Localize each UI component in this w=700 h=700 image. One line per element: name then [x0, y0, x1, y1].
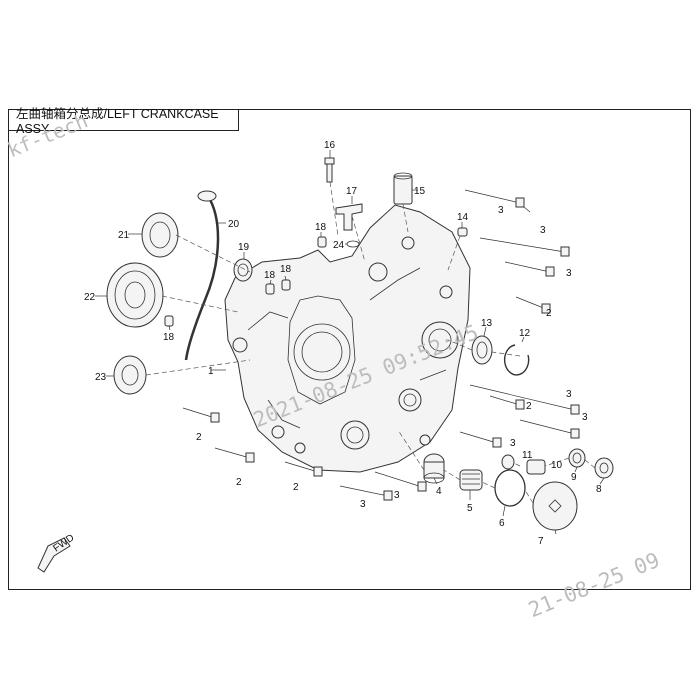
- dowel-18a: [164, 315, 174, 327]
- callout-2a: 2: [546, 308, 552, 319]
- callout-2e: 2: [293, 482, 299, 493]
- callout-3c: 3: [566, 268, 572, 279]
- oil-seal-13: [471, 335, 493, 365]
- callout-3a: 3: [498, 205, 504, 216]
- leader-lines: [95, 150, 605, 535]
- plug-14: [457, 227, 468, 237]
- callout-7: 7: [538, 536, 544, 547]
- callout-2d: 2: [236, 477, 242, 488]
- dowel-18c: [281, 279, 291, 291]
- callout-9: 9: [571, 472, 577, 483]
- oring-6: [494, 469, 526, 507]
- sleeve-4: [423, 453, 445, 484]
- callout-10: 10: [551, 460, 563, 471]
- circlip-12: [503, 344, 530, 376]
- bolts-3: [339, 189, 580, 501]
- callout-8: 8: [596, 484, 602, 495]
- callout-14: 14: [457, 212, 469, 223]
- callout-11: 11: [522, 450, 533, 461]
- bolt-16: [324, 157, 335, 183]
- bearing-9: [568, 448, 586, 468]
- callout-20: 20: [228, 219, 240, 230]
- fitting-17: [335, 203, 363, 231]
- callout-3d: 3: [566, 389, 572, 400]
- callout-3g: 3: [394, 490, 400, 501]
- fwd-arrow: FWD: [37, 532, 76, 573]
- callout-12: 12: [519, 328, 531, 339]
- pipe-15: [393, 172, 413, 205]
- callout-18b: 18: [264, 270, 276, 281]
- cover-7: [532, 481, 578, 531]
- diagram-frame: [8, 109, 691, 590]
- callout-24: 24: [333, 240, 345, 251]
- callout-15: 15: [414, 186, 426, 197]
- callout-1: 1: [208, 366, 214, 377]
- callout-18d: 18: [280, 264, 292, 275]
- crankcase-body: [224, 204, 471, 473]
- callout-4: 4: [436, 486, 442, 497]
- callout-2c: 2: [196, 432, 202, 443]
- fwd-label: FWD: [51, 532, 76, 554]
- bolts-2: [182, 296, 551, 477]
- dowel-18b: [265, 283, 275, 295]
- callout-3f: 3: [510, 438, 516, 449]
- callout-18c: 18: [163, 332, 175, 343]
- bearing-22: [106, 262, 164, 328]
- callout-13: 13: [481, 318, 493, 329]
- callout-numbers: 1 2 2 2 2 2 3 3 3 3 3 3 3 3 4 5 6 7 8 9 …: [84, 140, 602, 547]
- filter-5: [459, 469, 483, 491]
- callout-5: 5: [467, 503, 473, 514]
- plug-10: [526, 459, 546, 475]
- callout-3b: 3: [540, 225, 546, 236]
- assembly-lines: [145, 181, 596, 504]
- washer-11: [501, 454, 515, 470]
- washer-8: [594, 457, 614, 479]
- callout-19: 19: [238, 242, 250, 253]
- dowel-18d: [317, 236, 327, 248]
- diagram-title-box: 左曲轴箱分总成/LEFT CRANKCASE ASSY: [8, 107, 239, 136]
- callout-21: 21: [118, 230, 130, 241]
- bearing-19: [233, 258, 253, 282]
- callout-23: 23: [95, 372, 107, 383]
- bearing-21: [141, 212, 179, 258]
- breather-tube-20: [184, 190, 220, 361]
- callout-16: 16: [324, 140, 336, 151]
- callout-2b: 2: [526, 401, 532, 412]
- callout-3e: 3: [582, 412, 588, 423]
- oring-24: [346, 240, 360, 248]
- diagram-title: 左曲轴箱分总成/LEFT CRANKCASE ASSY: [16, 107, 219, 136]
- callout-17: 17: [346, 186, 358, 197]
- callout-3h: 3: [360, 499, 366, 510]
- callout-18a: 18: [315, 222, 327, 233]
- callout-6: 6: [499, 518, 505, 529]
- callout-22: 22: [84, 292, 96, 303]
- bearing-23: [113, 355, 147, 395]
